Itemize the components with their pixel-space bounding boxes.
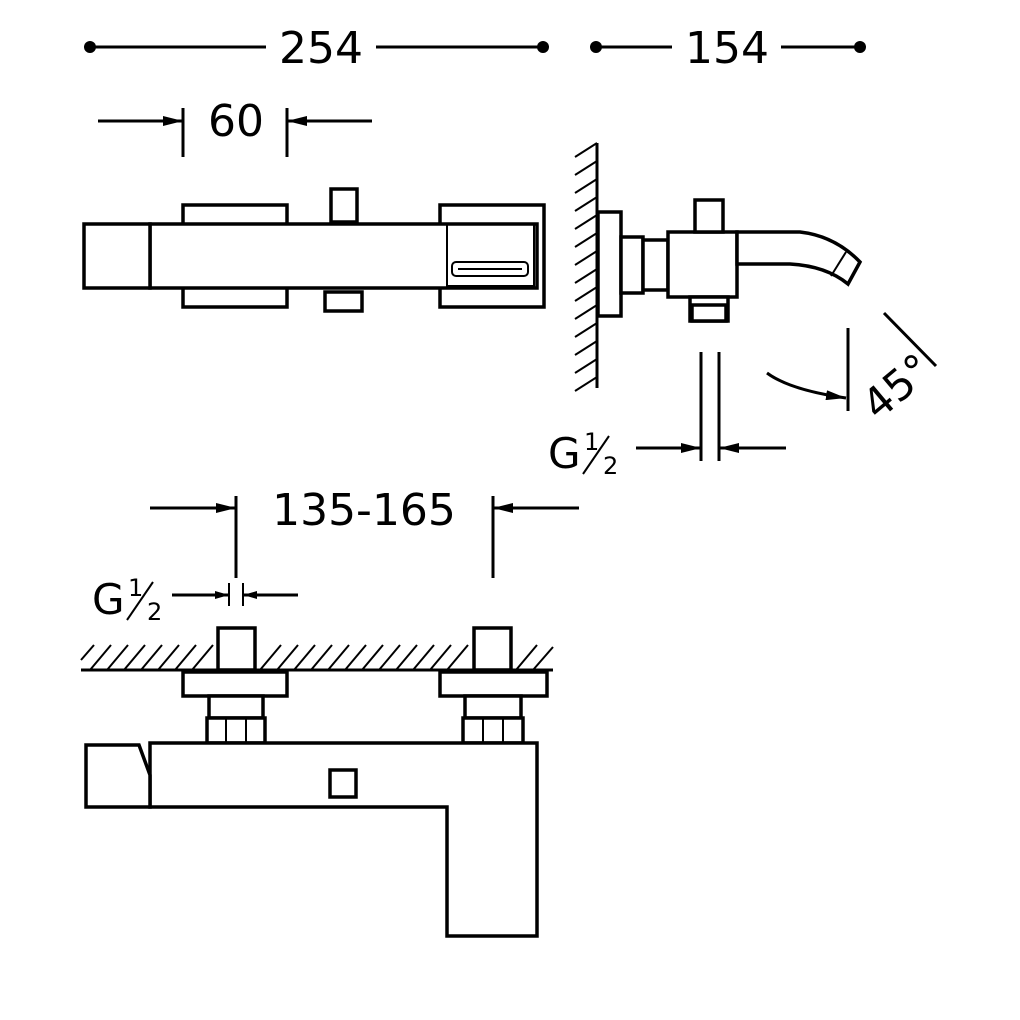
wall-hatching [574,142,598,392]
dim-centers-label: 135-165 [272,485,456,536]
dim-thread-front-letter: G [92,575,125,624]
dim-overall-length: 254 [84,23,549,74]
dim-thread-side-den: 2 [603,452,618,480]
dim-thread-front-den: 2 [147,598,162,626]
dim-projection-label: 154 [685,23,769,74]
dim-handle-width-label: 60 [208,96,264,147]
dim-thread-side: G 1 2 [548,352,786,480]
dim-handle-width: 60 [98,96,372,157]
side-view [574,142,863,392]
top-view [82,187,546,313]
dim-thread-side-letter: G [548,429,581,478]
front-wall-hatching [80,644,554,671]
dim-thread-side-num: 1 [584,428,599,456]
dim-centers: 135-165 [150,485,579,578]
dim-thread-front: G 1 2 [92,574,298,626]
dim-thread-front-num: 1 [128,574,143,602]
dim-spout-angle: 45° [766,311,941,429]
dim-overall-length-label: 254 [279,23,363,74]
front-view [80,626,554,938]
dim-projection: 154 [590,23,866,74]
